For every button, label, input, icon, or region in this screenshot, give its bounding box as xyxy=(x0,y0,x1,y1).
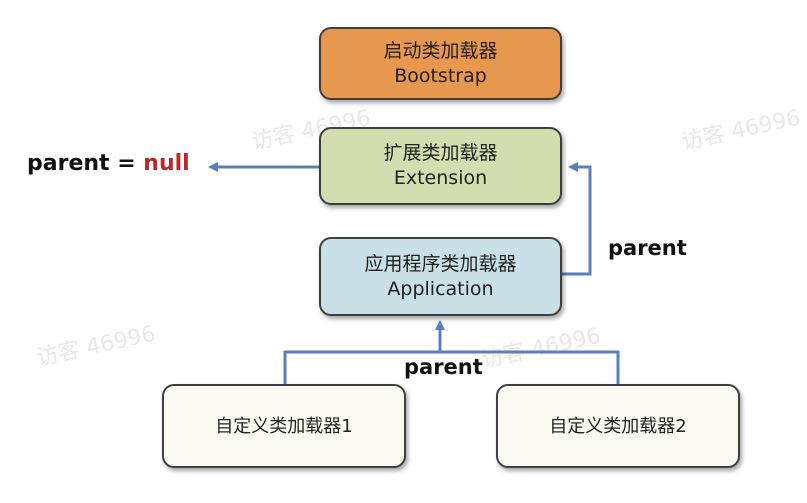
extension-loader-box: 扩展类加载器 Extension xyxy=(319,127,562,205)
custom-loader-1-title: 自定义类加载器1 xyxy=(215,415,353,437)
application-loader-box: 应用程序类加载器 Application xyxy=(319,237,562,316)
arrow-application-to-extension xyxy=(562,162,592,276)
parent-null-label: parent = null xyxy=(27,151,190,176)
custom-loader-1-box: 自定义类加载器1 xyxy=(162,384,406,468)
parent-label-custom: parent xyxy=(404,355,483,379)
extension-title: 扩展类加载器 xyxy=(383,142,498,164)
custom-loader-2-title: 自定义类加载器2 xyxy=(549,415,687,437)
line-custom1-up xyxy=(283,350,620,384)
custom-loader-2-box: 自定义类加载器2 xyxy=(496,384,740,468)
null-value: null xyxy=(143,151,190,176)
application-title: 应用程序类加载器 xyxy=(364,252,517,275)
application-subtitle: Application xyxy=(387,277,494,300)
parent-label-application: parent xyxy=(608,236,687,260)
parent-null-prefix: parent = xyxy=(27,151,144,176)
extension-subtitle: Extension xyxy=(393,167,488,189)
bootstrap-loader-box: 启动类加载器 Bootstrap xyxy=(319,27,562,100)
bootstrap-subtitle: Bootstrap xyxy=(394,64,487,87)
bootstrap-title: 启动类加载器 xyxy=(383,39,498,62)
